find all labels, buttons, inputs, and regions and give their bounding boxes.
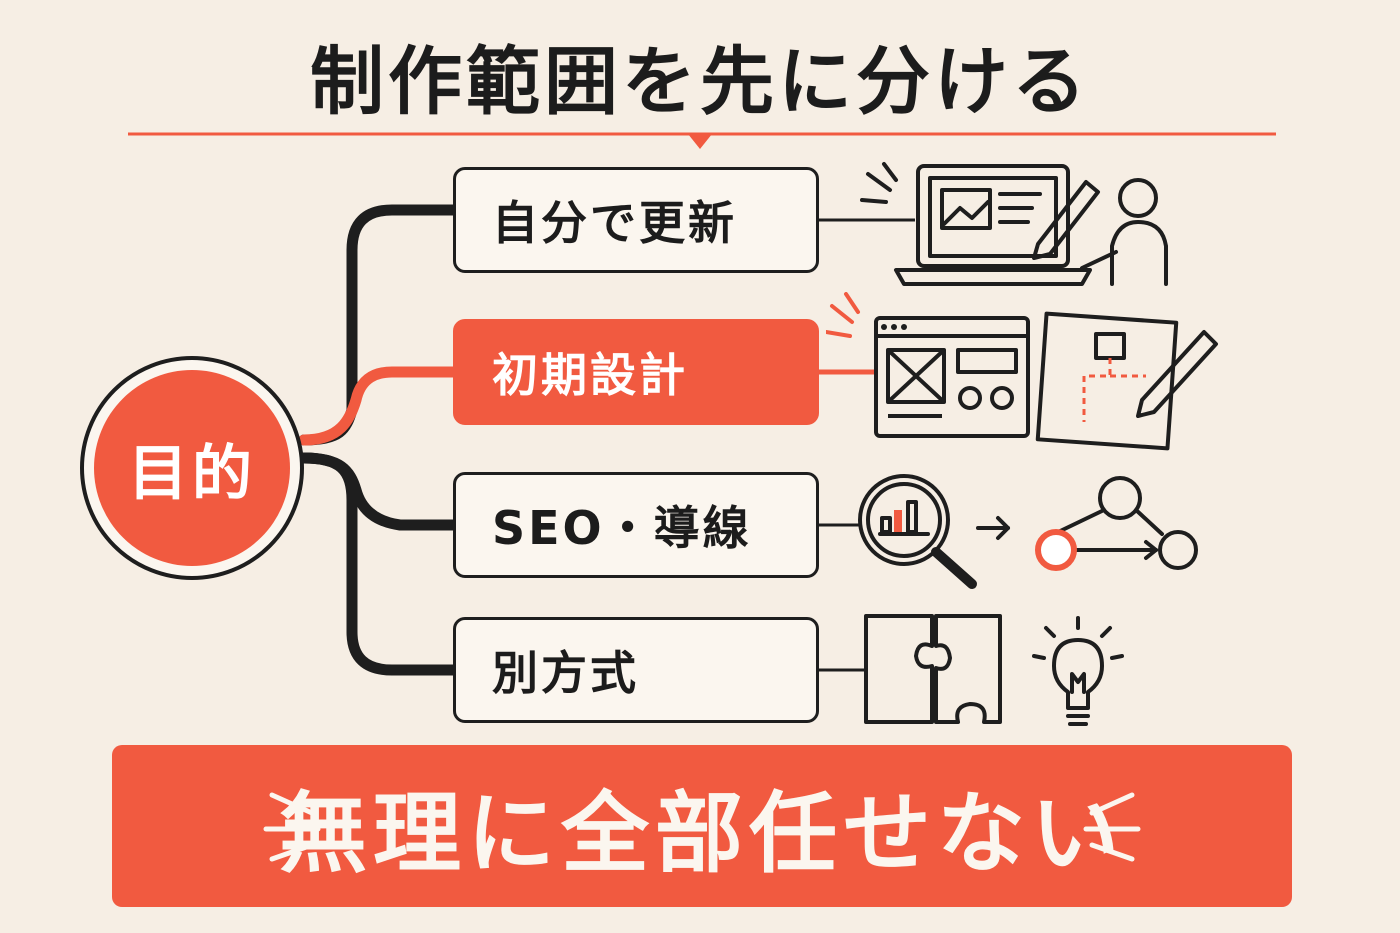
branch-box-seo: SEO・導線 [453,472,819,578]
goal-label: 目的 [94,370,290,566]
footer-banner: 無理に全部任せない [112,745,1292,907]
puzzle-lightbulb-icon [864,614,1124,726]
connector-seo [298,452,459,531]
title-notch [688,134,712,149]
goal-circle: 目的 [80,356,304,580]
burst-right-icon [1083,792,1141,862]
page-title: 制作範囲を先に分ける [310,39,1090,125]
burst-left-icon [263,792,321,862]
branch-box-update: 自分で更新 [453,167,819,273]
connector-alternative [298,452,459,676]
branch-box-initial-design: 初期設計 [453,319,819,425]
magnifier-flow-icon [858,474,1198,589]
laptop-editing-icon [860,162,1168,286]
branch-box-alternative: 別方式 [453,617,819,723]
connector-update [298,204,459,446]
wireframe-blueprint-icon [826,292,1218,451]
footer-message: 無理に全部任せない [278,781,1125,885]
connector-initial-design [298,366,459,446]
